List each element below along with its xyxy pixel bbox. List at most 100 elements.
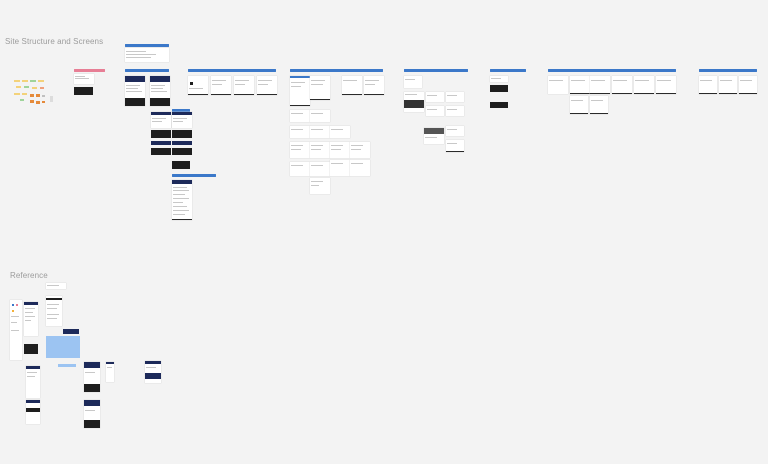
screen-frame[interactable] — [719, 76, 737, 94]
reference-frame-dark[interactable] — [24, 344, 38, 354]
screen-frame[interactable] — [350, 160, 370, 176]
screen-frame[interactable] — [446, 126, 464, 136]
screen-frame[interactable] — [188, 76, 208, 95]
reference-frame[interactable] — [26, 366, 40, 398]
screen-frame[interactable] — [350, 142, 370, 158]
screen-frame[interactable] — [342, 76, 362, 95]
screen-frame-dark[interactable] — [151, 130, 171, 138]
screen-frame-dark[interactable] — [151, 148, 171, 155]
screen-frame[interactable] — [310, 142, 330, 158]
frame-group-header[interactable] — [290, 69, 383, 72]
screen-frame[interactable] — [330, 160, 350, 176]
frame-group-header[interactable] — [188, 69, 276, 72]
screen-frame-navy[interactable] — [172, 141, 192, 145]
frame-group-header[interactable] — [172, 109, 190, 112]
site-map-diagram[interactable] — [12, 78, 56, 110]
screen-frame[interactable] — [590, 76, 610, 94]
sitemap-node — [14, 80, 20, 82]
screen-frame[interactable] — [125, 76, 145, 106]
screen-frame[interactable] — [446, 140, 464, 152]
screen-frame-dark[interactable] — [490, 102, 508, 108]
screen-frame[interactable] — [257, 76, 277, 95]
screen-frame-dark[interactable] — [172, 130, 192, 138]
screen-frame[interactable] — [446, 106, 464, 116]
screen-frame[interactable] — [330, 142, 350, 158]
screen-frame-dark[interactable] — [172, 161, 190, 169]
reference-frame[interactable] — [46, 283, 66, 289]
screen-frame[interactable] — [290, 110, 310, 122]
screen-frame[interactable] — [656, 76, 676, 94]
sitemap-node — [30, 94, 34, 97]
sitemap-node — [50, 96, 53, 102]
section-title-reference: Reference — [10, 271, 48, 280]
screen-frame[interactable] — [234, 76, 254, 95]
screen-frame[interactable] — [125, 48, 169, 62]
frame-group-header[interactable] — [74, 69, 105, 72]
screen-frame[interactable] — [426, 106, 444, 116]
screen-frame[interactable] — [290, 142, 310, 158]
screen-frame[interactable] — [548, 76, 568, 94]
screen-frame[interactable] — [634, 76, 654, 94]
screen-frame[interactable] — [310, 178, 330, 194]
screen-frame[interactable] — [74, 74, 94, 84]
screen-frame[interactable] — [151, 112, 171, 128]
screen-frame[interactable] — [172, 112, 192, 128]
screen-frame[interactable] — [699, 76, 717, 94]
sitemap-node — [22, 80, 28, 82]
screen-frame[interactable] — [404, 92, 424, 112]
reference-frame[interactable] — [106, 362, 114, 382]
screen-frame[interactable] — [739, 76, 757, 94]
frame-group-header[interactable] — [404, 69, 468, 72]
sitemap-node — [14, 93, 20, 95]
screen-frame[interactable] — [310, 76, 330, 100]
sitemap-node — [22, 93, 27, 95]
screen-frame[interactable] — [290, 162, 310, 176]
reference-frame-light[interactable] — [46, 336, 80, 358]
sitemap-node — [36, 94, 40, 97]
screen-frame-dark[interactable] — [490, 85, 508, 92]
screen-frame-navy[interactable] — [151, 141, 171, 145]
reference-frame-navy[interactable] — [63, 329, 79, 334]
frame-group-header[interactable] — [548, 69, 676, 72]
frame-group-header[interactable] — [699, 69, 757, 72]
frame-group-header[interactable] — [125, 44, 169, 47]
screen-frame[interactable] — [424, 128, 444, 144]
sitemap-node — [40, 87, 44, 89]
screen-frame[interactable] — [290, 126, 310, 138]
sitemap-node — [20, 99, 24, 101]
screen-frame-dark[interactable] — [172, 148, 192, 155]
frame-group-header[interactable] — [490, 69, 526, 72]
sitemap-node — [32, 87, 37, 89]
screen-frame[interactable] — [426, 92, 444, 102]
reference-frame[interactable] — [24, 302, 38, 336]
screen-frame[interactable] — [310, 126, 330, 138]
reference-frame[interactable] — [10, 300, 22, 360]
sitemap-node — [42, 101, 45, 103]
reference-frame[interactable] — [84, 362, 100, 392]
reference-frame[interactable] — [46, 296, 62, 326]
reference-frame[interactable] — [145, 361, 161, 383]
screen-frame[interactable] — [211, 76, 231, 95]
screen-frame-dark[interactable] — [74, 87, 93, 95]
screen-frame[interactable] — [612, 76, 632, 94]
screen-frame[interactable] — [570, 96, 588, 114]
screen-frame[interactable] — [290, 76, 310, 106]
screen-frame[interactable] — [570, 76, 590, 94]
screen-frame[interactable] — [404, 76, 422, 88]
sitemap-node — [30, 100, 34, 103]
frame-group-header[interactable] — [125, 69, 169, 72]
screen-frame[interactable] — [364, 76, 384, 95]
screen-frame[interactable] — [590, 96, 608, 114]
screen-frame[interactable] — [150, 76, 170, 106]
screen-frame[interactable] — [310, 162, 330, 176]
frame-group-header[interactable] — [172, 174, 216, 177]
screen-frame[interactable] — [310, 110, 330, 122]
reference-frame[interactable] — [26, 400, 40, 424]
reference-frame-light[interactable] — [58, 364, 76, 367]
screen-frame[interactable] — [172, 180, 192, 220]
reference-frame[interactable] — [84, 400, 100, 428]
screen-frame[interactable] — [446, 92, 464, 102]
screen-frame[interactable] — [330, 126, 350, 138]
screen-frame[interactable] — [490, 76, 508, 82]
